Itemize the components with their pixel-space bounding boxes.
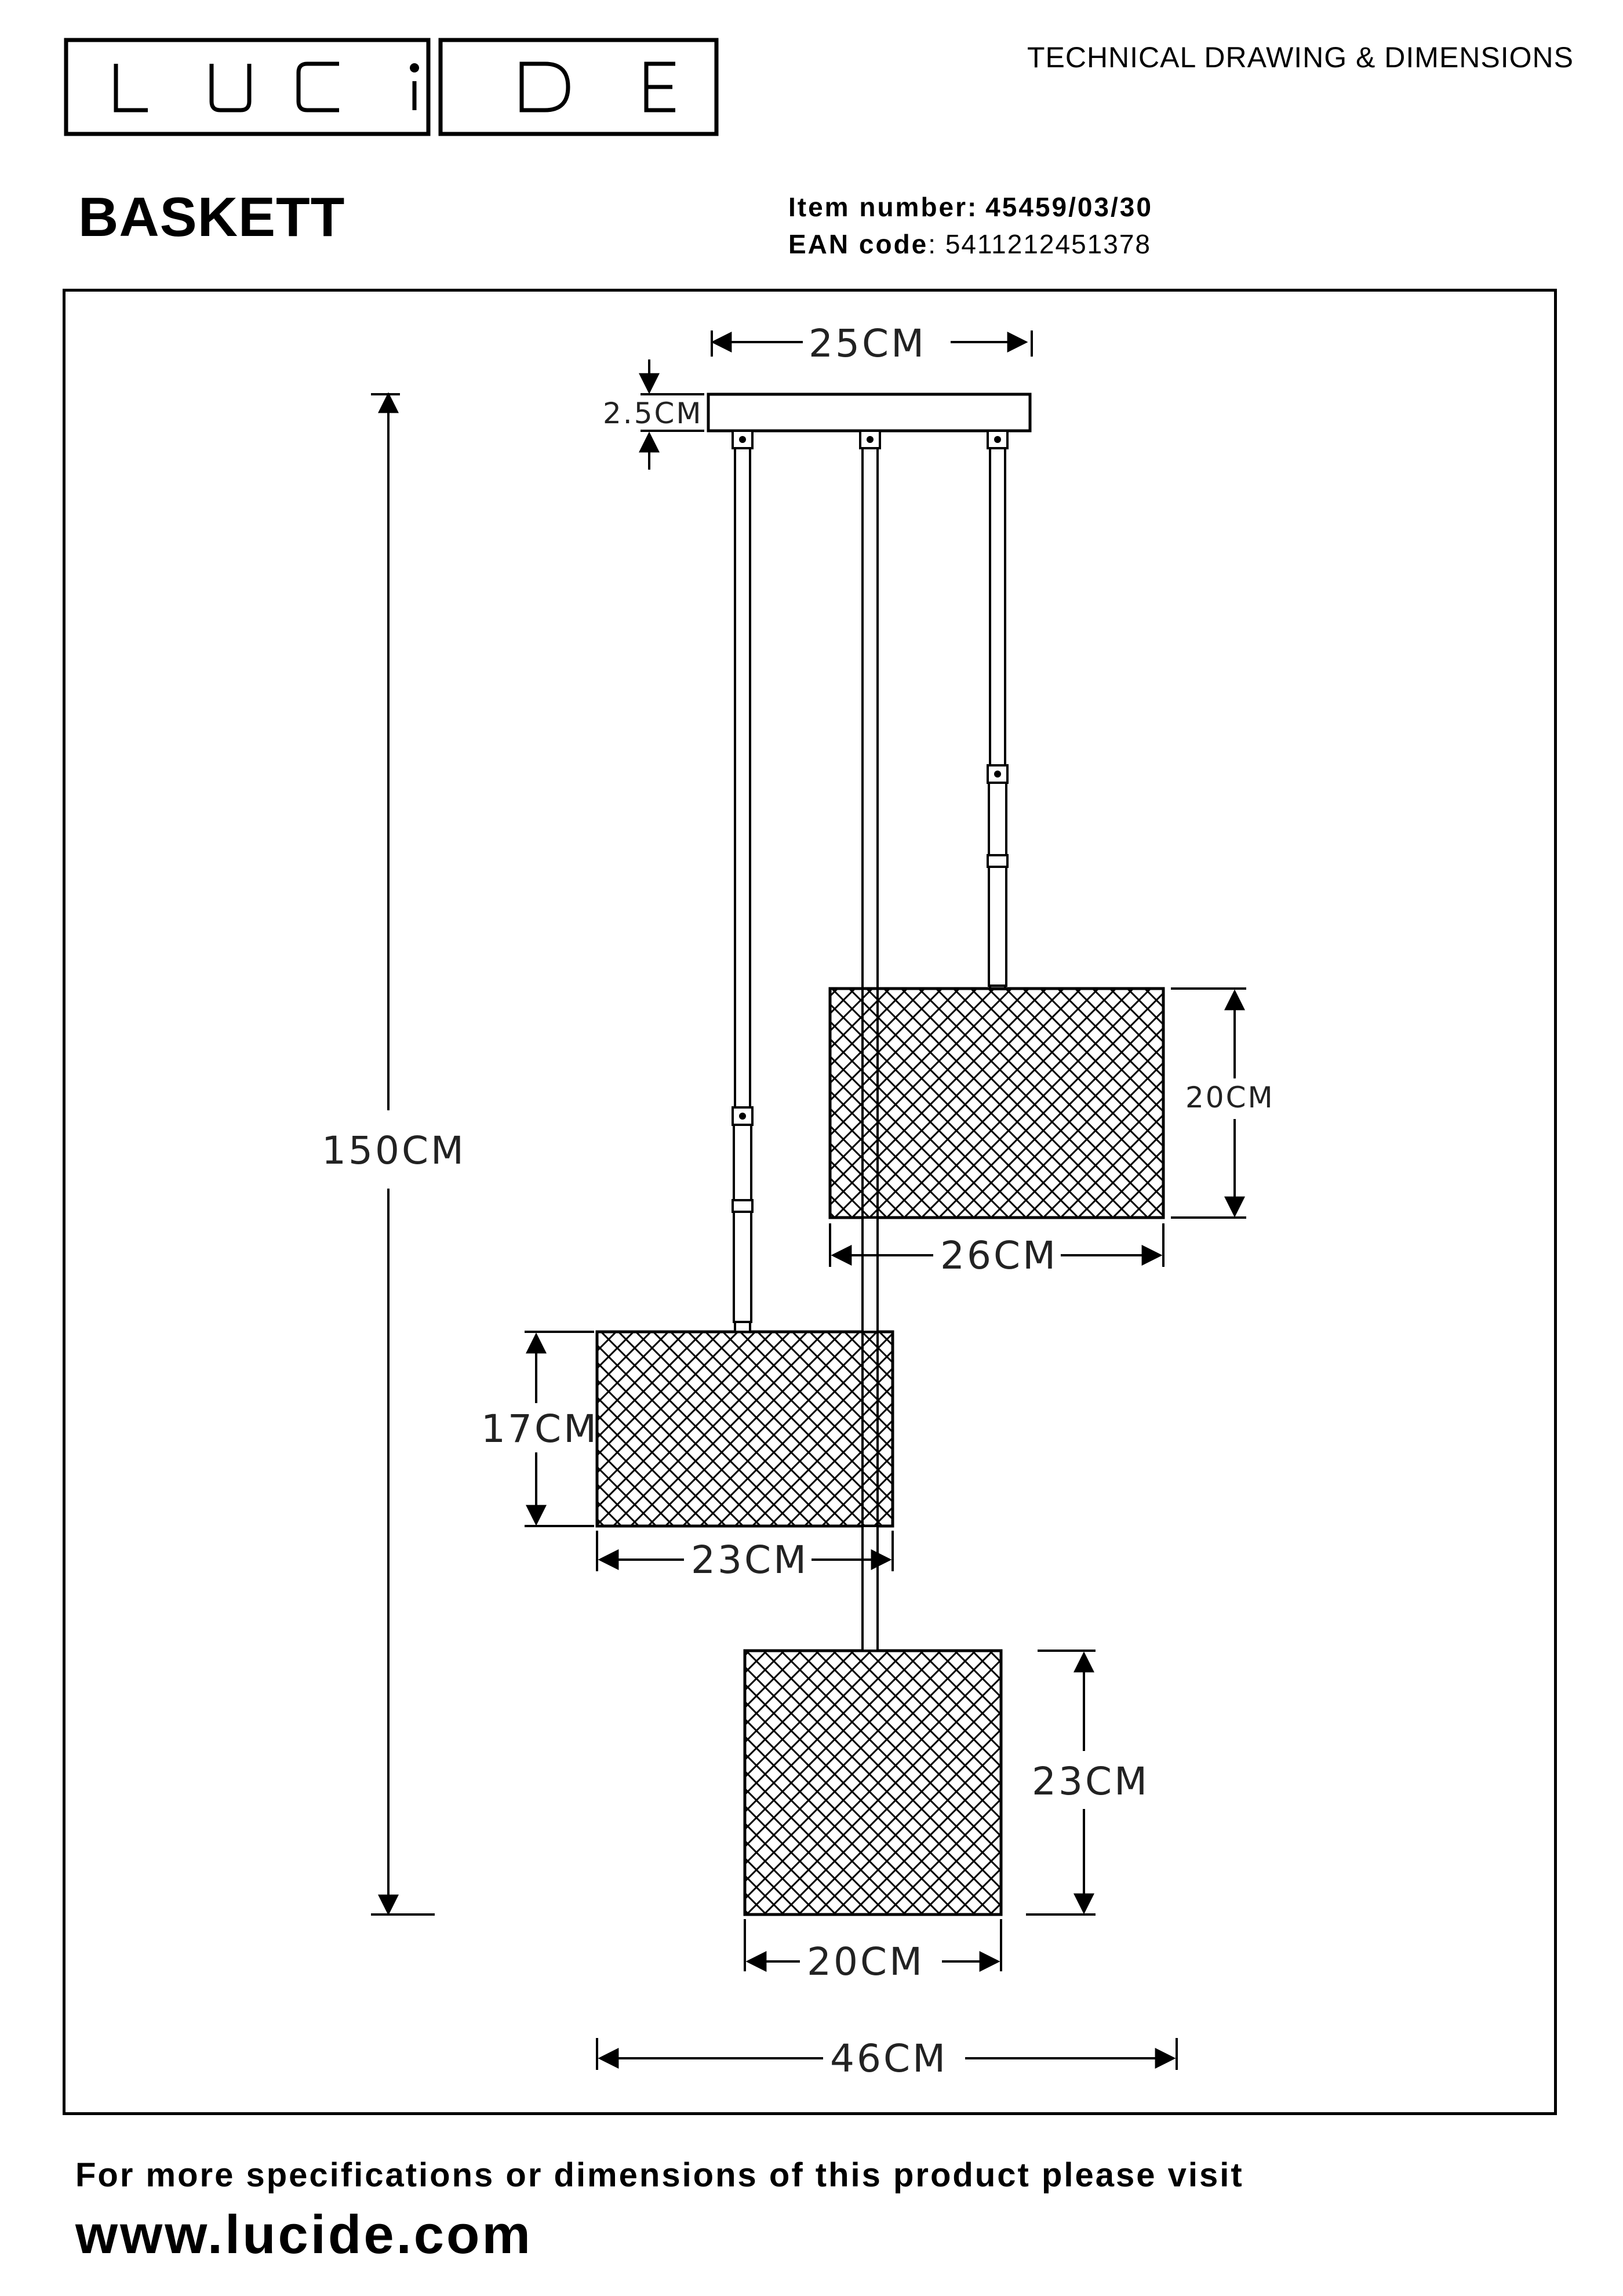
ean-code: : 5411212451378: [928, 229, 1151, 259]
ean-label: EAN code: [788, 229, 929, 259]
dim-shade-left-width: 23CM: [691, 1538, 809, 1582]
document-type-label: TECHNICAL DRAWING & DIMENSIONS: [1027, 41, 1574, 74]
item-number-label: Item number:: [788, 192, 978, 222]
product-name: BASKETT: [78, 186, 345, 248]
dim-shade-right-width: 26CM: [940, 1233, 1058, 1278]
dim-shade-bottom-width: 20CM: [807, 1939, 925, 1984]
lucide-logo: [64, 38, 719, 136]
footer-note: For more specifications or dimensions of…: [75, 2156, 1244, 2194]
item-number: 45459/03/30: [985, 192, 1153, 222]
dimension-lines: [371, 330, 1246, 2070]
ean-line: EAN code: 5411212451378: [788, 226, 1153, 263]
footer-website-link[interactable]: www.lucide.com: [75, 2204, 533, 2265]
dim-shade-right-height: 20CM: [1185, 1081, 1275, 1114]
shade-bottom: [743, 1649, 1003, 1916]
product-meta: Item number: 45459/03/30 EAN code: 54112…: [788, 188, 1153, 263]
shade-right: [828, 987, 1165, 1219]
dim-canopy-height: 2.5CM: [603, 397, 703, 430]
dim-shade-bottom-height: 23CM: [1032, 1759, 1149, 1804]
dim-shade-left-height: 17CM: [481, 1407, 599, 1451]
canopy: [707, 393, 1032, 433]
item-number-line: Item number: 45459/03/30: [788, 188, 1153, 226]
dim-canopy-width: 25CM: [809, 321, 926, 366]
dim-total-height: 150CM: [322, 1128, 466, 1173]
shade-left: [595, 1330, 894, 1528]
dim-total-width: 46CM: [830, 2036, 948, 2081]
drawing-frame: [63, 289, 1557, 2115]
